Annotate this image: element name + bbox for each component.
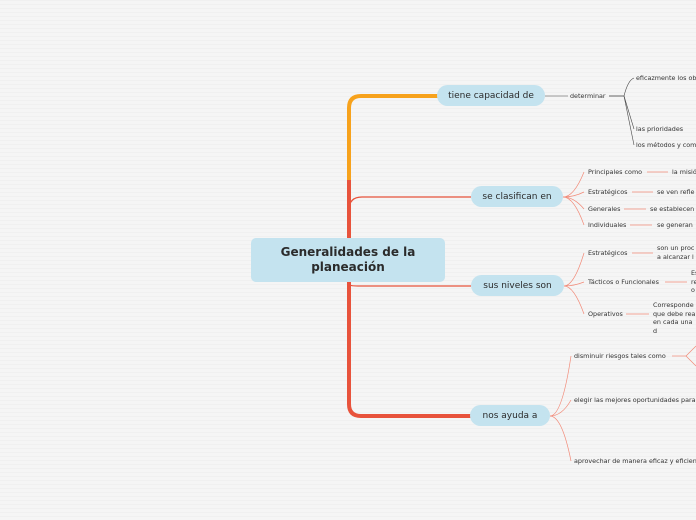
branch-label: nos ayuda a [482, 410, 538, 421]
leaf-individuales-value[interactable]: se generan [657, 221, 693, 229]
branch-tiene-capacidad[interactable]: tiene capacidad de [437, 85, 545, 106]
node-individuales[interactable]: Individuales [588, 221, 627, 229]
text-line: que debe rea [653, 309, 696, 318]
leaf-estrategicos-value[interactable]: se ven refle [657, 188, 695, 196]
branch-label: tiene capacidad de [448, 90, 534, 101]
leaf-nivel-operativos-value[interactable]: Corresponde que debe rea en cada una d [653, 301, 696, 335]
root-label: Generalidades de la planeación [280, 245, 416, 274]
branch-se-clasifican[interactable]: se clasifican en [471, 186, 563, 207]
node-nivel-estrategicos[interactable]: Estratégicos [588, 249, 628, 257]
root-node[interactable]: Generalidades de la planeación [251, 238, 445, 282]
node-generales[interactable]: Generales [588, 205, 621, 213]
text-line: a alcanzar l [657, 252, 694, 261]
node-estrategicos[interactable]: Estratégicos [588, 188, 628, 196]
node-nivel-operativos[interactable]: Operativos [588, 310, 623, 318]
text-line: Es [691, 269, 696, 277]
leaf-principales-value[interactable]: la misió [672, 168, 696, 176]
text-line: en cada una d [653, 318, 693, 335]
text-line: son un proc [657, 244, 695, 252]
leaf-aprovechar[interactable]: aprovechar de manera eficaz y eficien [574, 457, 696, 465]
branch-label: sus niveles son [483, 280, 552, 291]
text-line: o [691, 286, 695, 294]
leaf-prioridades[interactable]: las prioridades [636, 125, 684, 133]
trunk-orange [347, 94, 439, 240]
branch-sus-niveles[interactable]: sus niveles son [471, 275, 564, 296]
leaf-nivel-estrategicos-value[interactable]: son un proc a alcanzar l [657, 244, 694, 261]
node-principales[interactable]: Principales como [588, 168, 643, 176]
trunk-red-upper [348, 196, 471, 240]
text-line: re [691, 277, 696, 286]
leaf-nivel-tacticos-value[interactable]: Es re o [691, 269, 696, 295]
branch-label: se clasifican en [482, 191, 552, 202]
text-line: Corresponde [653, 301, 694, 309]
branch-nos-ayuda[interactable]: nos ayuda a [470, 405, 550, 426]
trunk-red [347, 238, 472, 418]
leaf-generales-value[interactable]: se establecen [650, 205, 695, 213]
leaf-disminuir-riesgos[interactable]: disminuir riesgos tales como [574, 352, 666, 360]
trunk-red-mid [348, 282, 471, 287]
leaf-eficazmente[interactable]: eficazmente los ob [636, 74, 696, 82]
node-determinar[interactable]: determinar [570, 92, 606, 100]
leaf-elegir-oportunidades[interactable]: elegir las mejores oportunidades para [574, 396, 696, 404]
leaf-metodos[interactable]: los métodos y com [636, 141, 696, 149]
node-nivel-tacticos[interactable]: Tácticos o Funcionales [588, 278, 659, 286]
